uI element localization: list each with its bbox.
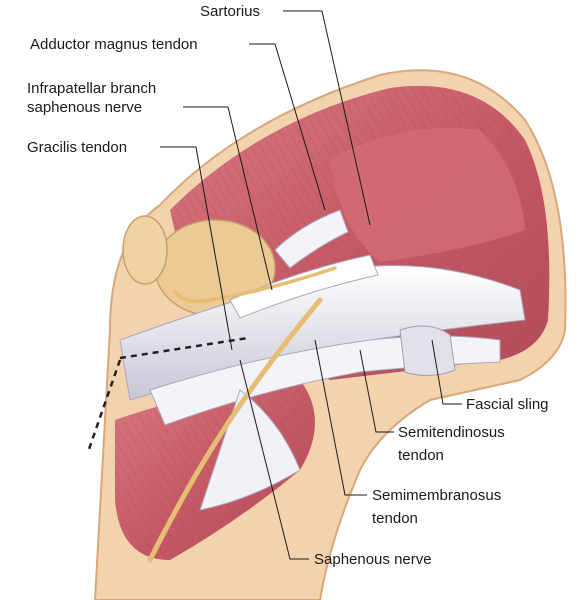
label-semitendinosus-line2: tendon xyxy=(398,447,444,464)
label-infrapatellar-branch-line2: saphenous nerve xyxy=(27,99,142,116)
label-fascial-sling: Fascial sling xyxy=(466,396,549,413)
label-gracilis-tendon: Gracilis tendon xyxy=(27,139,127,156)
sartorius-tendon-shape xyxy=(229,254,379,319)
patella xyxy=(122,215,168,285)
label-semimembranosus-line2: tendon xyxy=(372,510,418,527)
leader-fascial-sling xyxy=(431,339,462,405)
label-semimembranosus-line1: Semimembranosus xyxy=(372,487,501,504)
label-sartorius: Sartorius xyxy=(200,3,260,20)
incision-line-vertical xyxy=(86,359,122,453)
leader-infrapatellar xyxy=(183,106,273,291)
label-saphenous-nerve: Saphenous nerve xyxy=(314,551,432,568)
gastrocnemius-tendon-shape xyxy=(199,389,301,511)
fascial-sling-shape xyxy=(399,325,456,376)
saphenous-nerve-shape xyxy=(147,297,323,563)
label-adductor-magnus-tendon: Adductor magnus tendon xyxy=(30,36,198,53)
sartorius-muscle xyxy=(330,128,525,262)
leader-semimembranosus xyxy=(314,339,367,496)
leader-saphenous-nerve xyxy=(239,359,309,560)
leader-gracilis xyxy=(160,146,233,351)
leader-sartorius xyxy=(283,10,371,226)
label-semitendinosus-line1: Semitendinosus xyxy=(398,424,505,441)
adductor-magnus-tendon-shape xyxy=(274,209,349,269)
leader-semitendinosus xyxy=(359,349,394,433)
leader-adductor-magnus xyxy=(249,43,326,211)
infrapatellar-branch-shape xyxy=(173,266,337,304)
label-infrapatellar-branch-line1: Infrapatellar branch xyxy=(27,80,156,97)
